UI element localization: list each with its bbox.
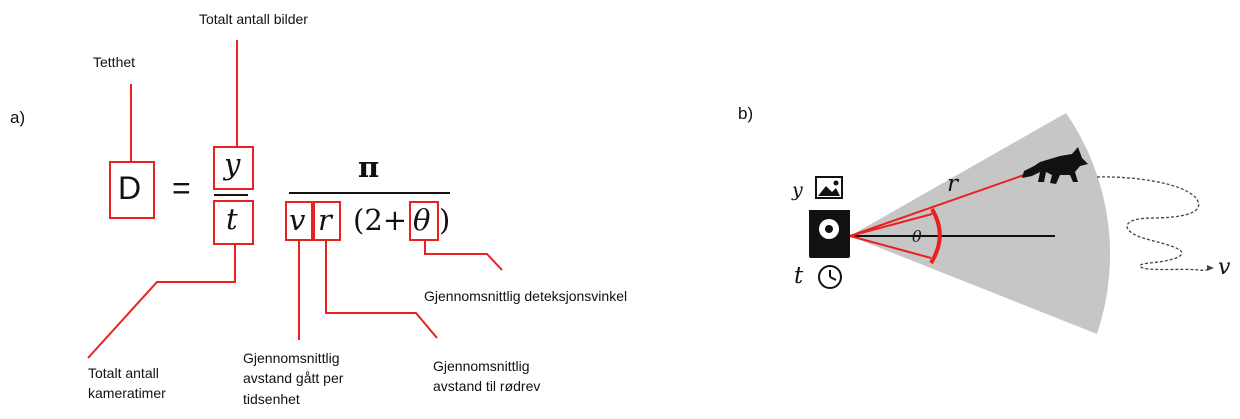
panel-a-label: a) [10, 108, 26, 127]
equals-sign: = [172, 170, 191, 206]
movement-path [1096, 176, 1210, 271]
clock-icon [818, 265, 842, 289]
image-icon [815, 176, 843, 199]
total-images-label: Totalt antall bilder [199, 11, 308, 27]
r-leader [325, 240, 438, 339]
r-symbol: r [318, 203, 332, 237]
tetthet-label: Tetthet [93, 54, 136, 70]
distance-r-line [849, 173, 1028, 237]
y-box [213, 146, 254, 190]
b-v-symbol: v [1218, 255, 1231, 280]
theta-arc [929, 207, 942, 265]
movement-arrowhead [1207, 265, 1214, 271]
paren-close: ) [439, 203, 451, 237]
t-leader [87, 244, 236, 359]
b-r-symbol: r [947, 171, 958, 197]
paren-open-2-plus: (2+ [353, 203, 408, 237]
distance-per-time-label: Gjennomsnittlig avstand gått per tidsenh… [243, 350, 344, 407]
pi-symbol: π [358, 150, 380, 184]
t-box [213, 200, 254, 245]
theta-symbol: θ [413, 203, 431, 237]
fox-icon [1022, 147, 1088, 184]
angle-lower-line [849, 235, 932, 259]
detection-cone [850, 113, 1111, 334]
b-t-symbol: t [794, 263, 804, 289]
panel-b-label: b) [738, 104, 754, 123]
angle-upper-line [849, 213, 933, 237]
camera-icon [809, 210, 850, 258]
b-theta-symbol: θ [912, 227, 922, 246]
b-y-symbol: y [792, 179, 803, 201]
theta-leader [424, 240, 503, 271]
distance-to-fox-label: Gjennomsnittlig avstand til rødrev [433, 358, 541, 395]
t-symbol: t [226, 202, 238, 236]
v-symbol: v [289, 203, 306, 237]
y-symbol: y [224, 147, 241, 181]
camera-hours-label: Totalt antall kameratimer [88, 365, 166, 402]
detection-angle-label: Gjennomsnittlig deteksjonsvinkel [424, 288, 628, 304]
density-symbol: D [118, 170, 142, 206]
